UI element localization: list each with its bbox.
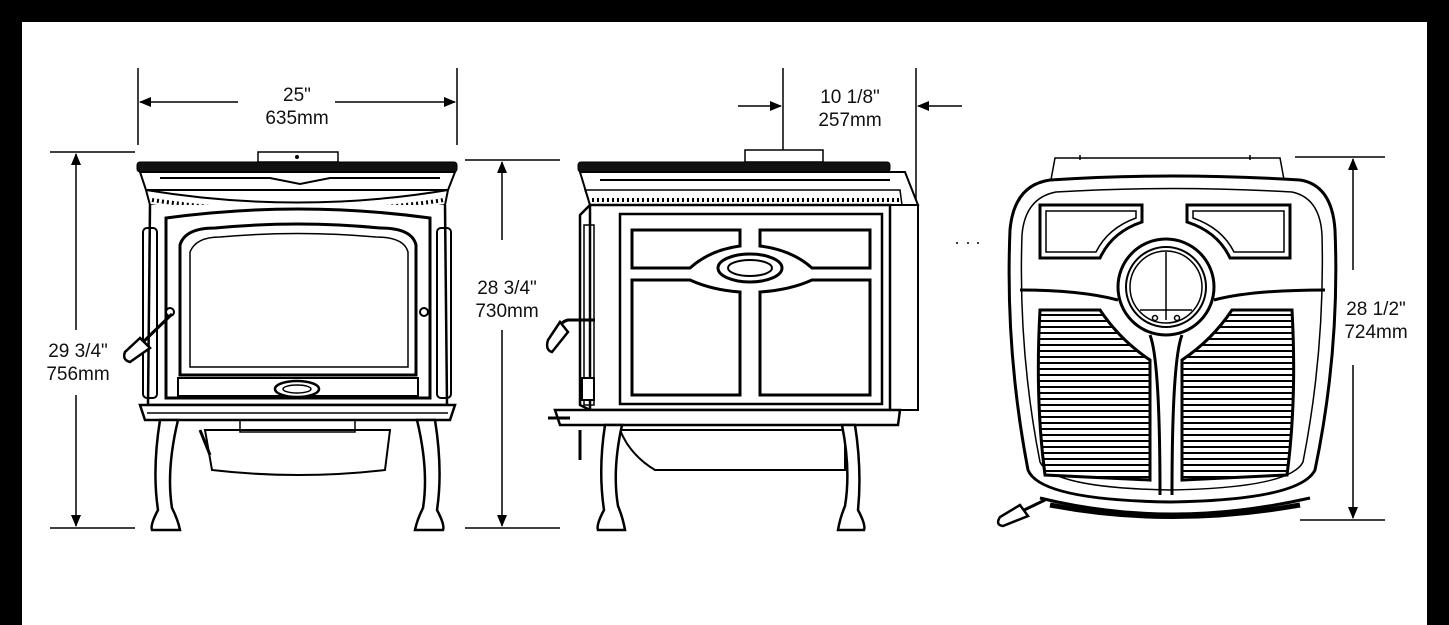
side-flue-offset-dimension <box>738 68 962 200</box>
side-flue-offset-inches: 10 1/8" <box>820 87 880 108</box>
side-height-label: 28 3/4" 730mm <box>457 277 557 323</box>
side-view-stove <box>545 149 920 532</box>
top-depth-mm: 724mm <box>1344 322 1408 343</box>
side-height-inches: 28 3/4" <box>477 278 537 299</box>
side-flue-offset-mm: 257mm <box>818 110 882 131</box>
front-height-mm: 756mm <box>46 364 110 385</box>
side-height-dimension <box>465 159 560 529</box>
side-flue-offset-label: 10 1/8" 257mm <box>800 86 900 132</box>
front-width-label: 25" 635mm <box>247 84 347 130</box>
top-view-stove <box>996 155 1338 528</box>
top-depth-dimension <box>1295 156 1385 521</box>
top-depth-inches: 28 1/2" <box>1346 299 1406 320</box>
front-height-inches: 29 3/4" <box>48 341 108 362</box>
front-view-stove <box>122 151 458 532</box>
front-width-dimension <box>137 68 458 145</box>
dots <box>956 242 979 244</box>
front-width-inches: 25" <box>283 85 311 106</box>
front-height-dimension <box>50 151 135 529</box>
top-depth-label: 28 1/2" 724mm <box>1326 298 1426 344</box>
front-width-mm: 635mm <box>265 108 329 129</box>
front-height-label: 29 3/4" 756mm <box>28 340 128 386</box>
side-height-mm: 730mm <box>475 301 539 322</box>
